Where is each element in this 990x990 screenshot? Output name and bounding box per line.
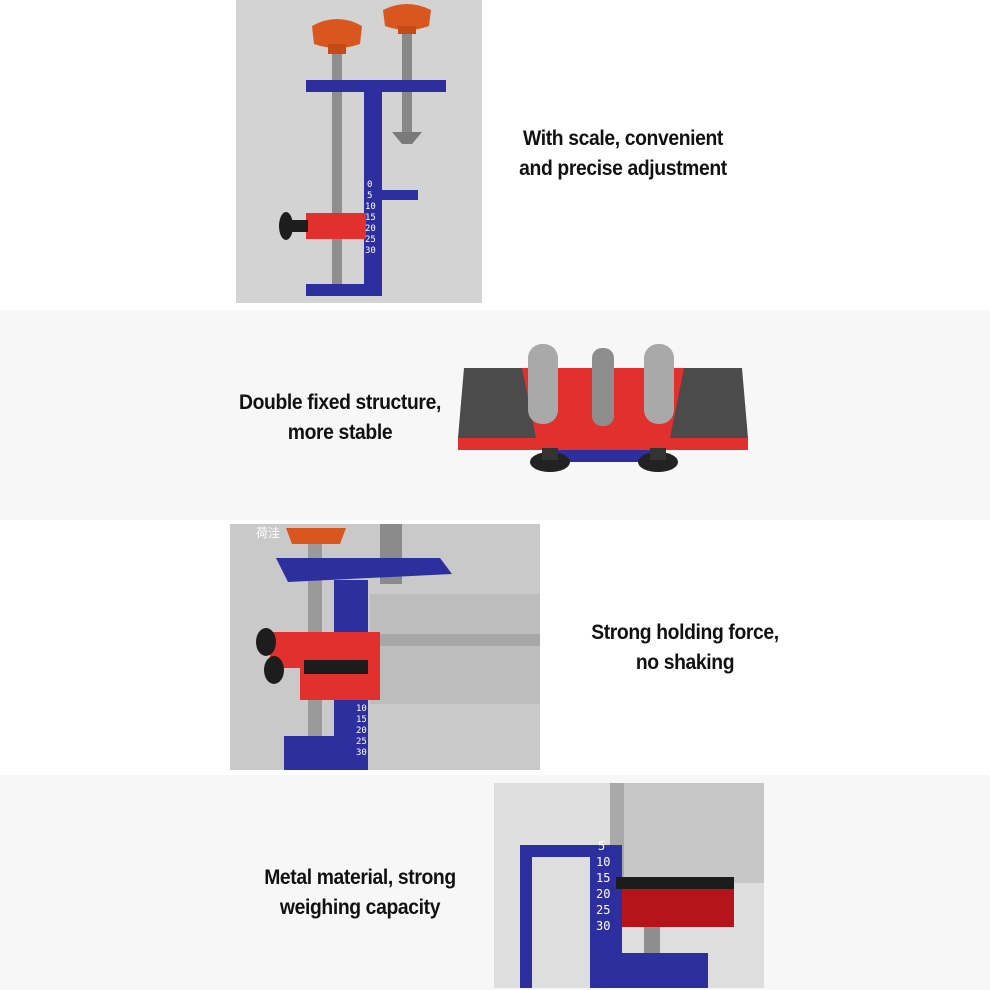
panel-holding-force: 荷洼 10 15 20 25 30 Strong holding force, … [0,520,990,775]
clamp-scale-illustration: 0 5 10 15 20 25 30 [236,0,482,303]
caption-line: no shaking [635,651,735,674]
scale-label-30: 30 [356,748,367,758]
metal-material-illustration: 5 10 15 20 25 30 [494,783,764,988]
scale-label-30: 30 [365,246,376,256]
scale-label-5: 5 [367,191,373,201]
panel-metal-material: Metal material, strong weighing capacity… [0,775,990,990]
caption-scale-adjustment: With scale, convenient and precise adjus… [490,124,757,184]
caption-holding-force: Strong holding force, no shaking [552,618,819,678]
clamp-scale-drawing [279,4,446,296]
panel-double-fixed: Double fixed structure, more stable [0,310,990,520]
scale-label-15: 15 [365,213,376,223]
scale-label-10: 10 [365,202,376,212]
double-fixed-illustration [458,338,758,498]
double-fixed-drawing [458,344,748,472]
caption-metal-material: Metal material, strong weighing capacity [240,863,479,923]
caption-line: Strong holding force, [591,621,779,644]
scale-label-25: 25 [365,235,376,245]
scale-label-10: 10 [356,704,367,714]
caption-line: and precise adjustment [519,157,727,180]
scale-label-15: 15 [596,871,611,885]
metal-material-drawing [520,783,764,988]
scale-label-10: 10 [596,855,611,869]
scale-label-20: 20 [596,887,611,901]
watermark-mark: 荷洼 [256,526,281,540]
caption-double-fixed: Double fixed structure, more stable [220,388,459,448]
caption-line: more stable [287,421,393,444]
holding-force-illustration: 荷洼 10 15 20 25 30 [230,524,540,770]
scale-label-5: 5 [598,839,606,853]
scale-label-20: 20 [365,224,376,234]
caption-line: weighing capacity [279,896,441,919]
scale-label-25: 25 [596,903,611,917]
scale-label-15: 15 [356,715,367,725]
caption-line: Double fixed structure, [239,391,441,414]
panel-scale-adjustment: 0 5 10 15 20 25 30 With scale, convenien… [0,0,990,310]
caption-line: With scale, convenient [522,127,724,150]
scale-label-20: 20 [356,726,367,736]
holding-force-drawing [256,524,540,770]
caption-line: Metal material, strong [264,866,456,889]
scale-label-0: 0 [367,180,373,190]
scale-label-30: 30 [596,919,611,933]
scale-label-25: 25 [356,737,367,747]
